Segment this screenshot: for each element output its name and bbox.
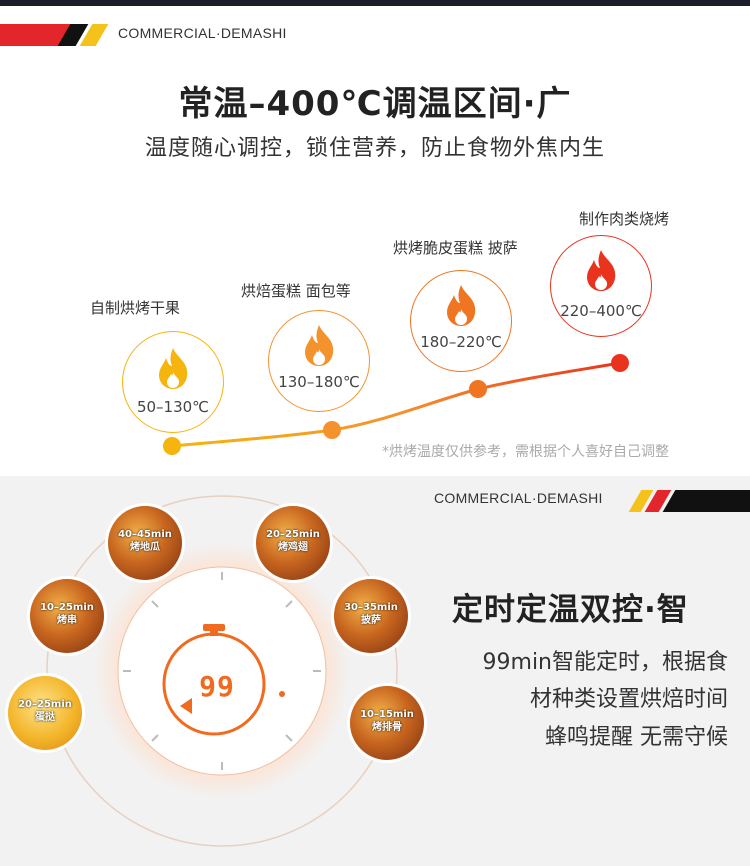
- timer-section: COMMERCIAL·DEMASHI: [0, 476, 750, 866]
- brand-header: COMMERCIAL·DEMASHI: [430, 486, 750, 514]
- temperature-title: 常温–400℃调温区间·广: [178, 84, 572, 124]
- timer-display: 99: [199, 670, 235, 703]
- stage-temp: 130–180℃: [278, 373, 360, 391]
- brand-header: COMMERCIAL·DEMASHI: [0, 20, 310, 48]
- food-name: 蛋挞: [35, 712, 55, 723]
- food-time: 20–25min: [18, 699, 72, 710]
- stage-label: 烘焙蛋糕 面包等: [241, 282, 351, 300]
- stage-circle: 50–130℃: [122, 331, 224, 433]
- food-item: 10–15min 烤排骨: [350, 686, 424, 760]
- food-time: 10–25min: [40, 602, 94, 613]
- stage-temp: 220–400℃: [560, 302, 642, 320]
- brand-name: COMMERCIAL·DEMASHI: [434, 490, 603, 506]
- food-item: 20–25min 蛋挞: [8, 676, 82, 750]
- food-time: 40–45min: [118, 529, 172, 540]
- stage-label: 自制烘烤干果: [90, 299, 181, 317]
- brand-name: COMMERCIAL·DEMASHI: [118, 25, 287, 41]
- stage-dot: [469, 380, 487, 398]
- flame-icon: [447, 285, 476, 326]
- food-item: 40–45min 烤地瓜: [108, 506, 182, 580]
- timer-title: 定时定温双控·智: [452, 592, 689, 628]
- flame-icon: [305, 325, 334, 366]
- temperature-note: *烘烤温度仅供参考，需根据个人喜好自己调整: [382, 444, 669, 460]
- food-item: 10–25min 烤串: [30, 579, 104, 653]
- flame-icon: [159, 348, 188, 389]
- food-time: 20–25min: [266, 529, 320, 540]
- stage-circle: 180–220℃: [410, 270, 512, 372]
- food-time: 10–15min: [360, 709, 414, 720]
- food-item: 20–25min 烤鸡翅: [256, 506, 330, 580]
- food-item: 30–35min 披萨: [334, 579, 408, 653]
- stage-dot: [611, 354, 629, 372]
- stage-temp: 50–130℃: [136, 398, 210, 416]
- temperature-subtitle: 温度随心调控，锁住营养，防止食物外焦内生: [144, 136, 605, 161]
- timer-dial: [46, 495, 398, 847]
- temperature-curve: [171, 361, 621, 448]
- food-name: 烤鸡翅: [278, 542, 308, 553]
- food-time: 30–35min: [344, 602, 398, 613]
- food-name: 烤排骨: [372, 722, 402, 733]
- stage-dot: [323, 421, 341, 439]
- stage-temp: 180–220℃: [420, 333, 502, 351]
- food-name: 烤地瓜: [130, 542, 160, 553]
- stage-dot: [163, 437, 181, 455]
- stage-label: 烘烤脆皮蛋糕 披萨: [393, 239, 518, 257]
- stage-circle: 130–180℃: [268, 310, 370, 412]
- timer-desc-line: 材种类设置烘焙时间: [529, 687, 728, 712]
- top-dark-strip: [0, 0, 750, 6]
- stage-circle: 220–400℃: [550, 235, 652, 337]
- stage-label: 制作肉类烧烤: [579, 210, 670, 228]
- food-name: 披萨: [361, 615, 381, 626]
- food-name: 烤串: [57, 615, 77, 626]
- timer-desc-line: 蜂鸣提醒 无需守候: [545, 725, 728, 750]
- brand-stripe-black: [662, 490, 750, 512]
- timer-desc-line: 99min智能定时，根据食: [482, 650, 728, 675]
- flame-icon: [587, 250, 616, 291]
